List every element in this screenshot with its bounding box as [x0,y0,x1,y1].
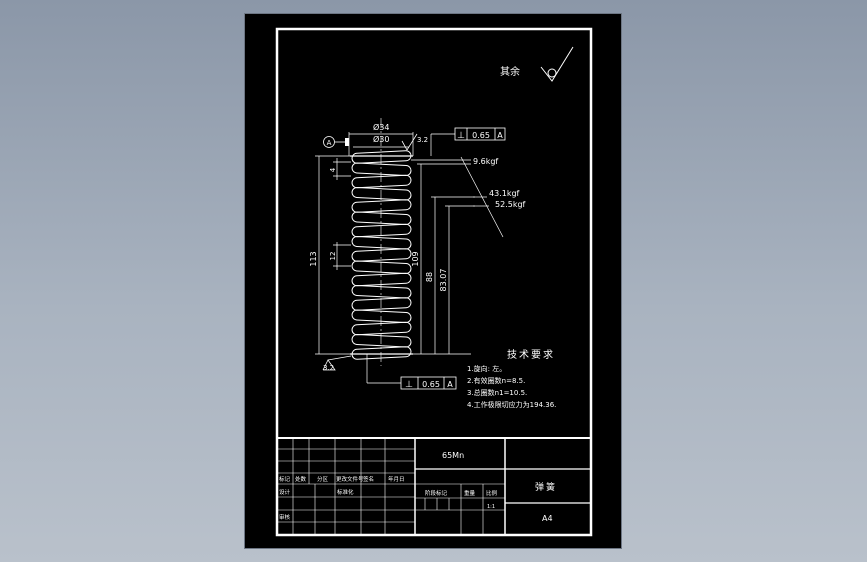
force-label-2: 43.1kgf [489,189,520,198]
svg-text:A: A [497,131,503,140]
tb-label-signature: 签名 [363,475,374,483]
drawing-canvas: 其余 Ø34 Ø30 A 3.2 ⊥ 0.65 A [275,27,593,537]
dim-length-2: 88 [425,272,434,282]
svg-text:0.65: 0.65 [472,131,490,140]
coil-turn [351,235,412,250]
coil-turn [351,346,412,360]
dim-length-1: 109 [411,251,420,266]
coil-turn [351,150,412,164]
tb-label-weight: 重量 [464,489,476,497]
spring-coils [351,150,412,360]
roughness-bottom-value: 3.2 [323,364,334,372]
dim-free-length: 113 [309,251,318,266]
force-label-1: 9.6kgf [473,157,498,166]
roughness-symbol-icon [540,46,574,82]
coil-turn [351,333,412,348]
svg-text:A: A [327,139,332,147]
coil-turn [351,223,412,238]
tb-label-change-doc: 更改文件号 [336,475,364,483]
tolerance-frame-bottom: ⊥ 0.65 A [366,354,457,390]
dim-length-3: 83.07 [439,269,448,292]
tb-label-standardize: 标准化 [337,488,354,496]
tech-req-title: 技术要求 [507,348,555,361]
title-block [276,437,592,536]
dim-wire-gap: 12 [329,252,337,261]
material-value: 65Mn [442,451,464,460]
coil-turn [351,174,412,189]
svg-text:⊥: ⊥ [405,380,413,390]
tb-label-mark: 标记 [279,475,291,483]
roughness-top-icon [401,133,418,151]
coil-turn [351,284,412,299]
drawing-sheet: 其余 Ø34 Ø30 A 3.2 ⊥ 0.65 A [244,13,622,549]
force-label-3: 52.5kgf [495,200,526,209]
tb-label-date: 年月日 [388,475,405,483]
tech-req-item: 3.总圈数n1=10.5. [467,388,527,397]
tb-label-stage: 阶段标记 [425,489,448,497]
svg-text:⊥: ⊥ [457,131,465,141]
datum-a-marker: A [323,136,349,148]
part-name: 弹簧 [535,481,557,493]
coil-turn [351,211,412,226]
coil-turn [351,248,412,262]
tb-label-scale: 比例 [486,489,498,497]
coil-turn [351,309,412,324]
tb-label-count: 处数 [295,475,307,483]
coil-turn [351,199,412,213]
svg-text:0.65: 0.65 [422,380,440,389]
coil-turn [351,186,412,201]
drawing-border [275,27,593,537]
coil-turn [351,321,412,336]
coil-turn [351,260,412,275]
tech-req-item: 1.旋向: 左。 [467,364,506,373]
coil-turn [351,297,412,311]
dim-outer-dia: Ø34 [373,122,389,132]
coil-turn [351,162,412,177]
coil-turn [351,272,412,287]
tb-scale-value: 1:1 [487,504,495,510]
roughness-bottom-icon [322,355,352,371]
roughness-other-label: 其余 [500,65,520,78]
dim-inner-dia: Ø30 [373,134,389,144]
dim-pitch: 4 [329,167,337,172]
tb-label-zone: 分区 [317,475,329,483]
sheet-size: A4 [542,514,553,523]
tb-label-design: 设计 [279,488,291,496]
tolerance-frame-top: ⊥ 0.65 A [430,127,506,156]
tb-label-review: 审核 [279,513,291,521]
roughness-top-value: 3.2 [417,136,428,144]
tech-req-item: 2.有效圈数n=8.5. [467,376,525,385]
tech-req-item: 4.工作极限切应力为194.36. [467,400,556,409]
svg-text:A: A [447,380,453,389]
